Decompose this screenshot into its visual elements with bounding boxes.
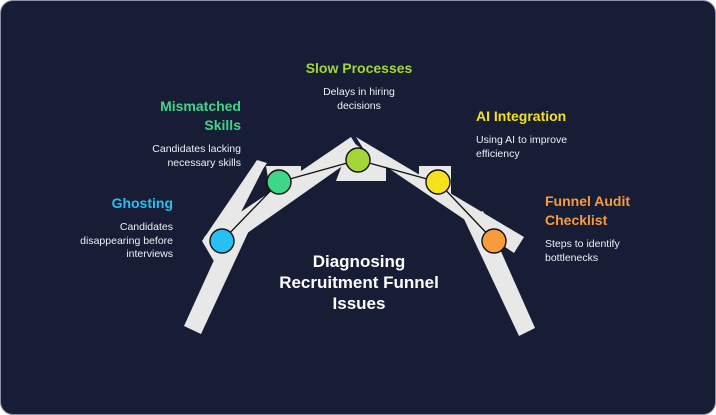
connector-line	[278, 159, 359, 183]
node-ai-integration	[425, 169, 451, 195]
diagram-title: Diagnosing Recruitment Funnel Issues	[259, 251, 459, 314]
description-line: efficiency	[476, 147, 520, 160]
heading-line: Funnel Audit	[545, 193, 631, 209]
connector-line	[221, 181, 280, 242]
description-line: Steps to identify	[545, 238, 620, 250]
heading-ai-integration: AI Integration	[476, 108, 567, 124]
description-line: interviews	[126, 248, 173, 260]
description-ai-integration: Using AI to improve efficiency	[476, 134, 606, 161]
title-line: Diagnosing	[312, 252, 406, 271]
label-ai-integration: AI Integration Using AI to improve effic…	[476, 107, 606, 161]
title-line: Recruitment Funnel	[279, 273, 439, 292]
label-funnel-audit-checklist: Funnel Audit Checklist Steps to identify…	[545, 192, 665, 265]
heading-mismatched-skills: Mismatched Skills	[121, 97, 241, 135]
description-line: Candidates lacking	[152, 143, 241, 155]
description-ghosting: Candidates disappearing before interview…	[61, 221, 173, 262]
label-ghosting: Ghosting Candidates disappearing before …	[61, 194, 173, 262]
description-line: necessary skills	[167, 156, 241, 169]
node-funnel-audit-checklist	[481, 228, 507, 254]
node-slow-processes	[345, 147, 371, 173]
node-mismatched-skills	[266, 169, 292, 195]
description-line: bottlenecks	[545, 251, 599, 264]
heading-line: Checklist	[545, 212, 608, 228]
left-leg-beam	[184, 214, 253, 334]
connector-line	[357, 159, 439, 183]
description-line: disappearing before	[80, 234, 173, 247]
description-line: Candidates	[119, 221, 173, 233]
description-slow-processes: Delays in hiring decisions	[289, 86, 429, 113]
node-ghosting	[209, 228, 235, 254]
heading-line: Skills	[204, 117, 241, 133]
title-line: Issues	[332, 294, 386, 313]
description-line: Delays in hiring	[323, 86, 395, 98]
label-slow-processes: Slow Processes Delays in hiring decision…	[289, 59, 429, 113]
description-line: Using AI to improve	[476, 134, 568, 146]
label-mismatched-skills: Mismatched Skills Candidates lacking nec…	[121, 97, 241, 170]
heading-line: Mismatched	[160, 98, 241, 114]
heading-funnel-audit-checklist: Funnel Audit Checklist	[545, 192, 665, 230]
connector-line	[437, 181, 495, 242]
description-line: decisions	[337, 99, 381, 112]
left-upper-beam	[204, 137, 361, 255]
description-funnel-audit-checklist: Steps to identify bottlenecks	[545, 238, 665, 265]
description-mismatched-skills: Candidates lacking necessary skills	[121, 143, 241, 170]
heading-slow-processes: Slow Processes	[305, 60, 413, 76]
heading-ghosting: Ghosting	[111, 195, 173, 211]
